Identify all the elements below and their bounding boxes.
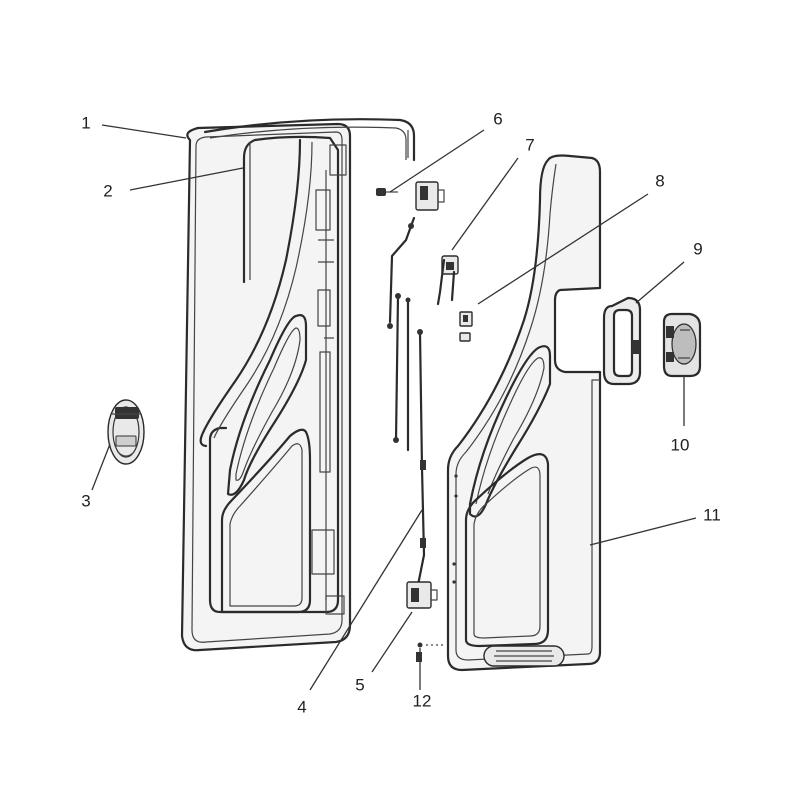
handle-lock-part-10 xyxy=(662,312,702,378)
latch-rods-part-4 xyxy=(387,216,426,587)
switch-part-8 xyxy=(459,311,473,342)
screw-part-12 xyxy=(416,642,446,662)
upper-lock-part-6 xyxy=(376,181,445,211)
interior-handle-part-3 xyxy=(107,399,145,465)
callout-7: 7 xyxy=(525,135,534,154)
callout-5: 5 xyxy=(355,675,364,694)
callout-8: 8 xyxy=(655,171,664,190)
callout-10: 10 xyxy=(671,435,690,454)
exterior-handle-part-9 xyxy=(602,296,642,386)
seal-strip-part-2 xyxy=(242,138,257,284)
lock-actuator-part-7 xyxy=(436,255,459,306)
callout-3: 3 xyxy=(81,491,90,510)
callout-6: 6 xyxy=(493,109,502,128)
callout-2: 2 xyxy=(103,181,112,200)
callout-12: 12 xyxy=(413,691,432,710)
callout-1: 1 xyxy=(81,113,90,132)
callout-4: 4 xyxy=(297,697,306,716)
door-inner-panel xyxy=(199,135,347,615)
lower-lock-part-5 xyxy=(406,581,438,609)
callout-11: 11 xyxy=(703,505,721,524)
outer-panel-part-11 xyxy=(446,154,602,672)
callout-labels: 1 2 3 4 5 6 7 8 9 10 11 12 xyxy=(81,109,721,716)
callout-9: 9 xyxy=(693,239,702,258)
door-frame-part-1 xyxy=(180,118,416,652)
leader-lines xyxy=(91,124,697,691)
